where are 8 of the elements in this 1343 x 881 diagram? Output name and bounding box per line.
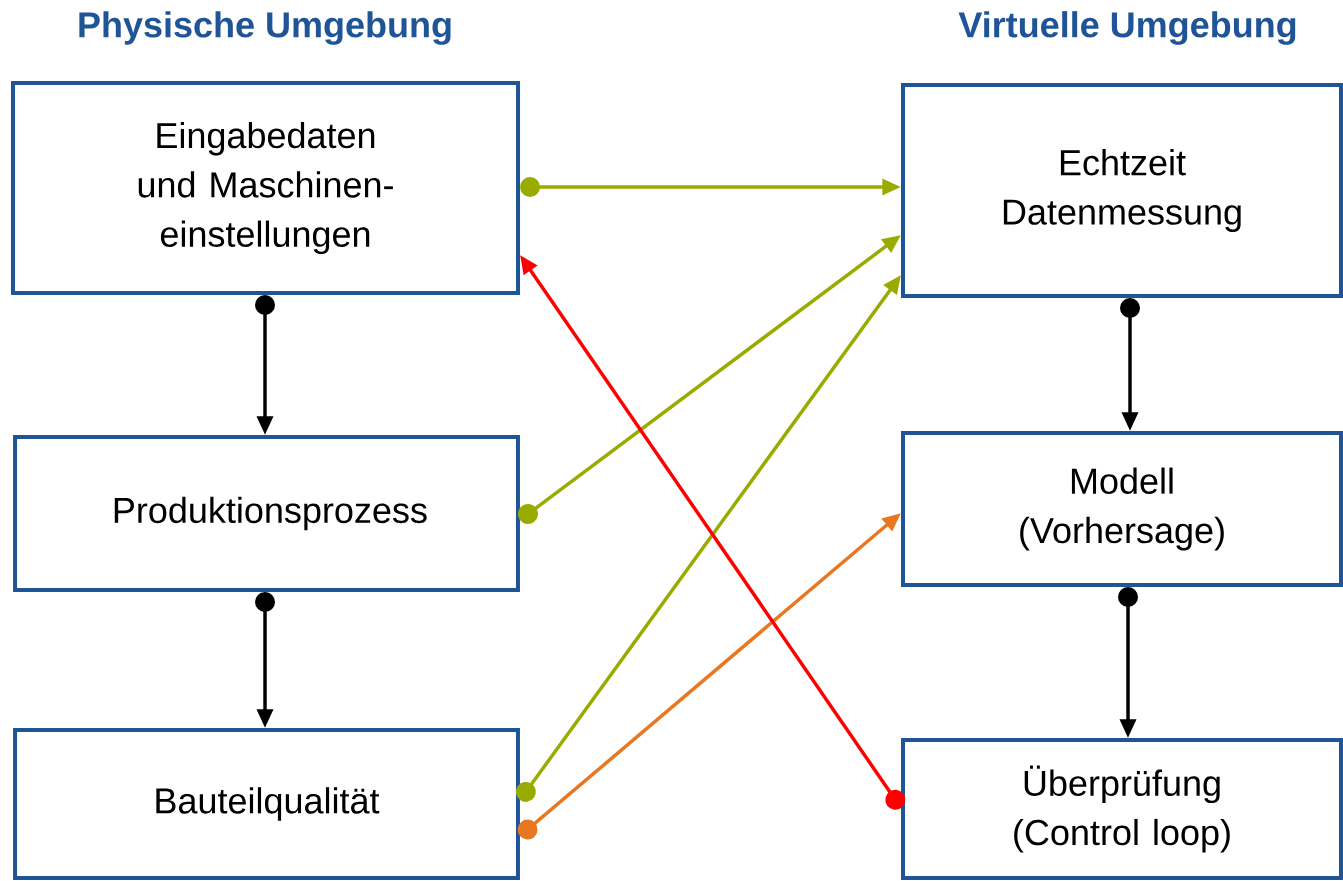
- process-box: Eingabedaten und Maschinen- einstellungen: [10, 81, 521, 295]
- process-box: Echtzeit Datenmessung: [901, 83, 1343, 298]
- process-box: Produktionsprozess: [13, 434, 520, 593]
- heading: Virtuelle Umgebung: [958, 11, 1296, 45]
- process-box: Bauteilqualität: [13, 728, 520, 880]
- heading: Physische Umgebung: [79, 11, 451, 45]
- process-box: Überprüfung (Control loop): [901, 738, 1343, 880]
- process-box: Modell (Vorhersage): [901, 431, 1343, 587]
